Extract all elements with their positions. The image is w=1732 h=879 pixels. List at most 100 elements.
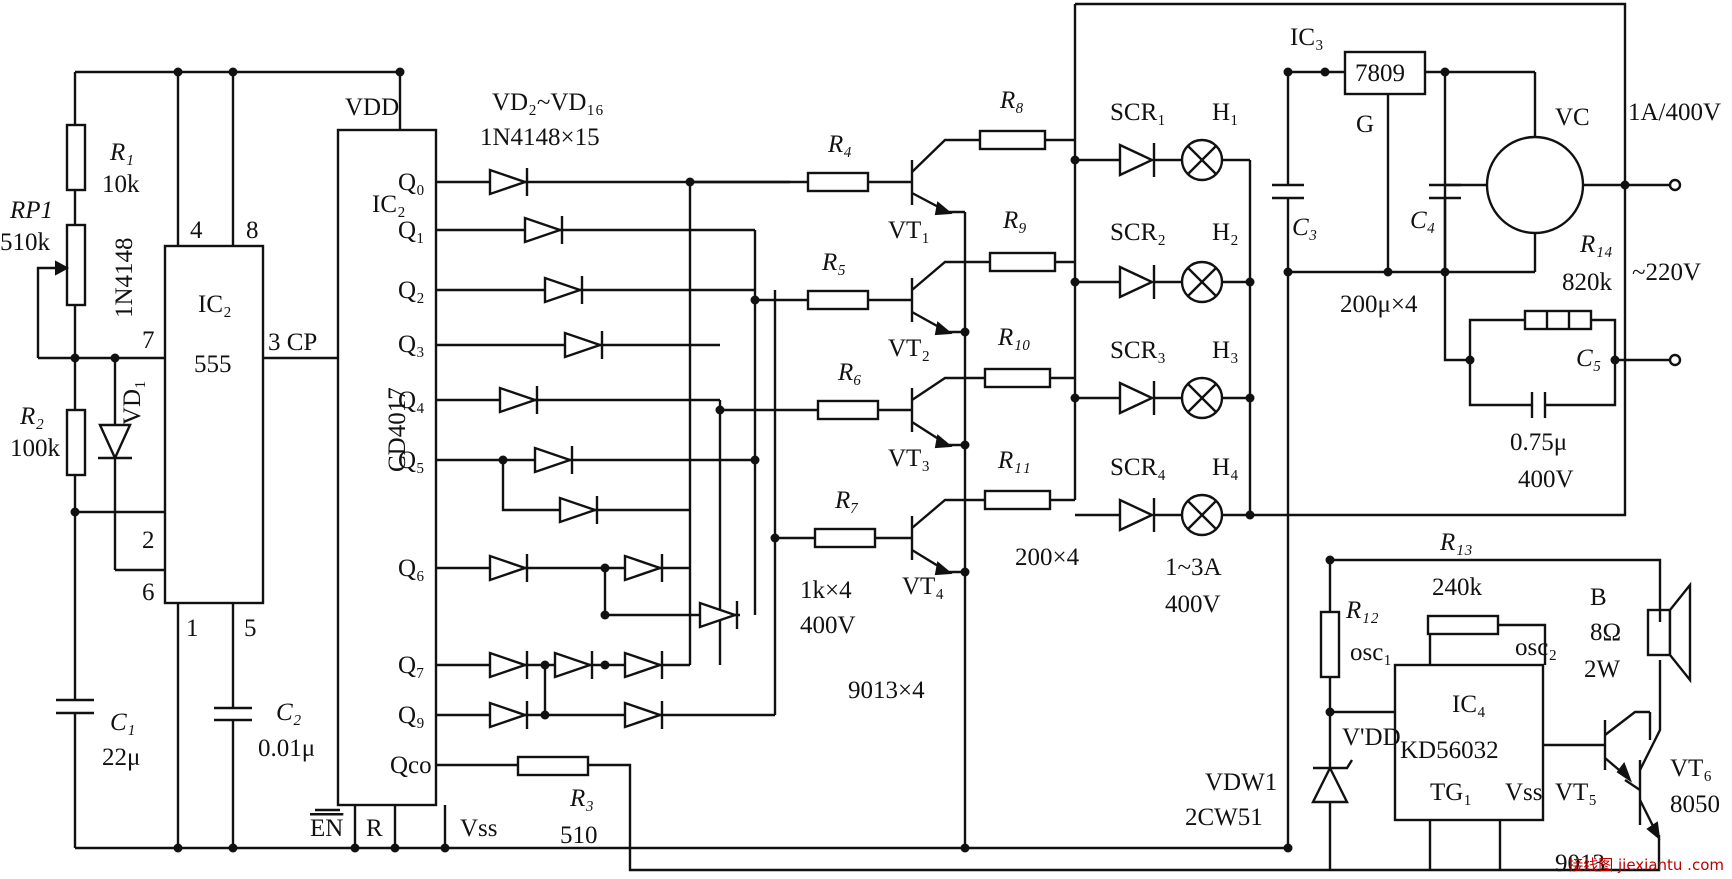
label-ic4-part: KD56032 — [1400, 737, 1499, 764]
label-q4: Q₄ — [398, 387, 425, 414]
label-r8: R₈ — [999, 87, 1024, 114]
label-pin8: 8 — [246, 217, 259, 244]
label-vt4: VT₄ — [902, 573, 944, 600]
lamp-h4 — [1180, 493, 1224, 537]
label-r1: R₁ — [109, 139, 134, 166]
label-q0: Q₀ — [398, 169, 425, 196]
label-vt5-part: 9013 — [1555, 850, 1605, 877]
scr-lamp-rows — [1070, 2, 1627, 537]
label-vt-part: 9013×4 — [848, 677, 925, 704]
label-r7: R₇ — [834, 487, 859, 514]
label-c5: C₅ — [1576, 345, 1601, 372]
label-r14: R₁₄ — [1579, 231, 1613, 258]
label-pin7: 7 — [142, 327, 155, 354]
label-vc-val: 1A/400V — [1628, 99, 1721, 126]
label-c2-val: 0.01μ — [258, 735, 315, 762]
label-ic3: IC₃ — [1290, 24, 1324, 51]
label-mains: ~220V — [1632, 259, 1701, 286]
label-lamp-val: 1~3A — [1165, 554, 1222, 581]
label-r10: R₁₀ — [997, 324, 1031, 351]
label-r14-val: 820k — [1562, 269, 1613, 296]
label-r9: R₉ — [1002, 207, 1027, 234]
label-q9: Q₉ — [398, 702, 425, 729]
r2-resistor — [65, 408, 87, 477]
ic2-cd4017-chip — [336, 128, 438, 807]
r14-resistor — [1523, 309, 1593, 331]
label-scr3: SCR₃ — [1110, 337, 1166, 364]
label-vt6-part: 8050 — [1670, 791, 1720, 818]
label-scr1: SCR₁ — [1110, 99, 1166, 126]
label-r3-val: 510 — [560, 822, 598, 849]
lamp-h3 — [1180, 376, 1224, 420]
label-vss: Vss — [460, 815, 498, 842]
label-vt1: VT₁ — [888, 217, 930, 244]
gate-resistors — [978, 129, 1075, 511]
label-q1: Q₁ — [398, 217, 425, 244]
label-rp1-val: 510k — [0, 229, 51, 256]
label-c4: C₄ — [1410, 207, 1435, 234]
label-c34-val: 200μ×4 — [1340, 291, 1418, 318]
c2-capacitor — [214, 706, 252, 848]
label-c1: C₁ — [110, 709, 135, 736]
label-r11: R₁₁ — [997, 447, 1031, 474]
label-pin5: 5 — [244, 615, 257, 642]
label-555: 555 — [194, 351, 232, 378]
label-vt6: VT₆ — [1670, 755, 1712, 782]
label-pin6: 6 — [142, 579, 155, 606]
lamp-h1 — [1180, 138, 1224, 182]
label-tg1: TG₁ — [1430, 779, 1472, 806]
label-c2: C₂ — [276, 699, 302, 726]
sound-section — [1311, 558, 1692, 872]
label-h2: H₂ — [1212, 219, 1239, 246]
label-vdw1: VDW1 — [1205, 769, 1277, 796]
label-osc2: osc₂ — [1515, 634, 1557, 661]
c1-capacitor — [56, 698, 94, 848]
ic2-555-chip — [163, 244, 265, 605]
label-7809: 7809 — [1355, 60, 1405, 87]
label-pin2: 2 — [142, 527, 155, 554]
label-vdd: VDD — [345, 94, 399, 121]
label-pin4: 4 — [190, 217, 203, 244]
label-q5: Q₅ — [398, 447, 425, 474]
label-vt3: VT₃ — [888, 445, 930, 472]
label-r47-val: 1k×4 — [800, 577, 852, 604]
rp1-potentiometer — [36, 223, 87, 358]
label-b-val: 8Ω — [1590, 619, 1621, 646]
r3-resistor — [516, 755, 590, 777]
label-r12: R₁₂ — [1345, 597, 1379, 624]
label-osc1: osc₁ — [1350, 639, 1392, 666]
labels-driver: R₄ R₅ R₆ R₇ 1k×4 400V VT₁ VT₂ VT₃ VT₄ 90… — [800, 87, 1080, 704]
label-cd4017: CD4017 — [384, 387, 411, 472]
label-vd-part: 1N4148×15 — [480, 124, 600, 151]
label-b: B — [1590, 584, 1607, 611]
label-g: G — [1356, 111, 1374, 138]
label-q3: Q₃ — [398, 331, 425, 358]
label-vd-range: VD₂~VD₁₆ — [492, 89, 604, 116]
label-cp: 3 CP — [268, 329, 317, 356]
label-vd1-part: 1N4148 — [111, 237, 138, 318]
label-r-pin: R — [366, 815, 383, 842]
vd1-diode — [98, 358, 132, 570]
labels-scr: SCR₁ SCR₂ SCR₃ SCR₄ H₁ H₂ H₃ H₄ 1~3A 400… — [1110, 99, 1239, 618]
label-vc: VC — [1555, 104, 1590, 131]
label-b-w: 2W — [1584, 656, 1621, 683]
label-r2-val: 100k — [10, 435, 61, 462]
label-q6: Q₆ — [398, 555, 425, 582]
power-supply — [1272, 50, 1682, 848]
label-vt2: VT₂ — [888, 335, 930, 362]
label-en: EN — [310, 815, 343, 842]
top-rail — [73, 67, 405, 246]
watermark: 接线图 jiexiantu .com — [1568, 856, 1724, 874]
label-r3: R₃ — [569, 785, 594, 812]
label-h1: H₁ — [1212, 99, 1239, 126]
label-ic2-4017: IC₂ — [372, 191, 406, 218]
label-rp1: RP1 — [9, 197, 53, 224]
r1-resistor — [65, 123, 87, 192]
label-r6: R₆ — [837, 359, 862, 386]
label-scr4: SCR₄ — [1110, 454, 1166, 481]
label-h3: H₃ — [1212, 337, 1239, 364]
label-qco: Qco — [390, 752, 432, 779]
label-q2: Q₂ — [398, 277, 425, 304]
label-lamp-v: 400V — [1165, 591, 1221, 618]
